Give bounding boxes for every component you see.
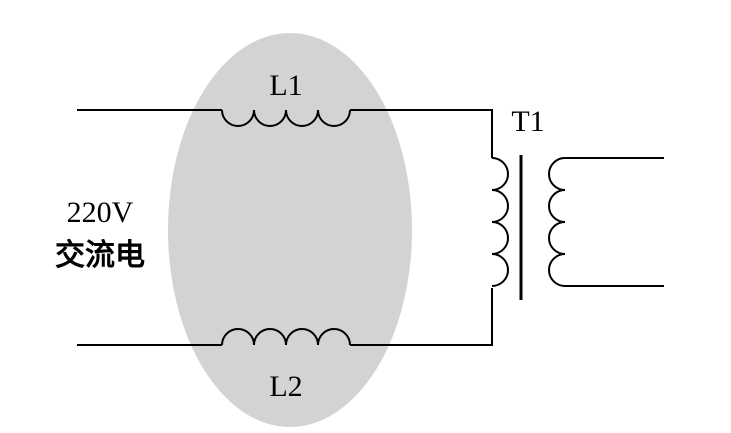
label-l1: L1 <box>269 69 302 102</box>
label-voltage: 220V <box>67 196 134 229</box>
transformer-primary-coil <box>491 157 509 287</box>
label-ac-source: 交流电 <box>55 238 145 273</box>
highlight-ellipse <box>168 33 412 427</box>
bottom-wire <box>77 288 493 346</box>
transformer-secondary-coil <box>548 157 566 287</box>
top-wire <box>77 109 493 158</box>
inductor-l2-coil <box>221 328 351 346</box>
label-t1: T1 <box>511 105 544 138</box>
label-l2: L2 <box>269 370 302 403</box>
inductor-l1-coil <box>221 109 351 127</box>
